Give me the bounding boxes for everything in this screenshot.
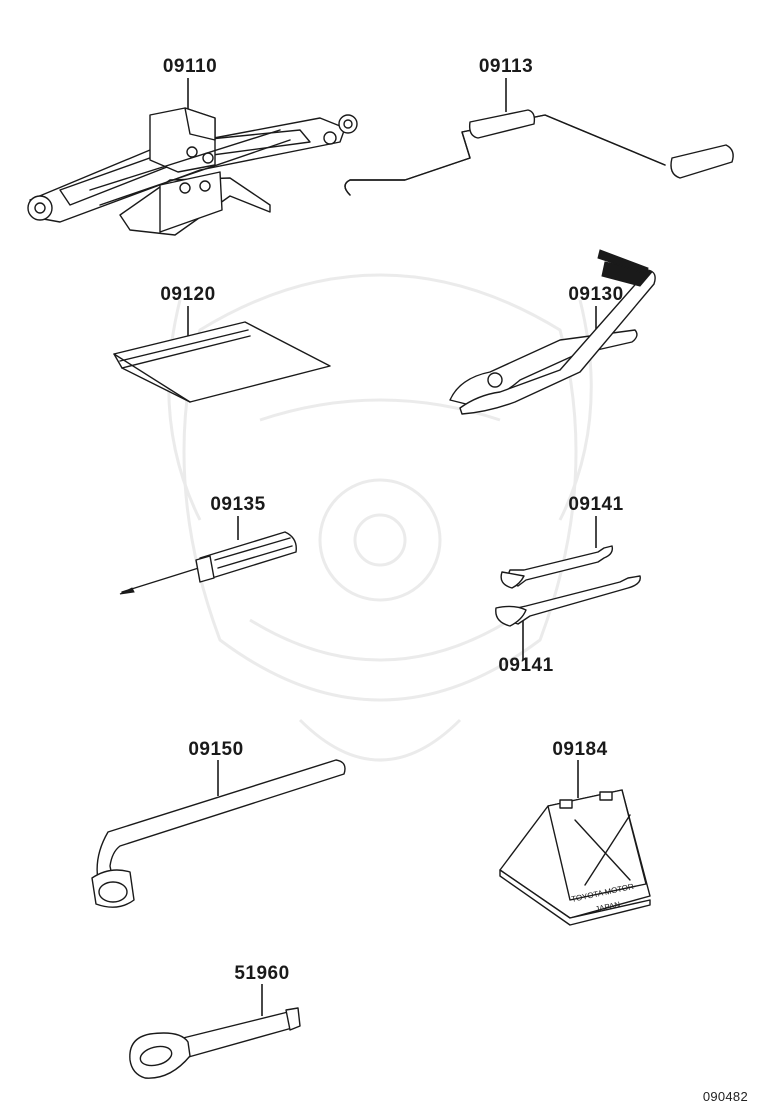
diagram-code: 090482	[702, 1089, 748, 1104]
part-label-09120: 09120	[160, 284, 216, 305]
tool-bag-drawing	[113, 306, 331, 403]
part-label-51960: 51960	[234, 963, 290, 984]
part-label-09110: 09110	[162, 56, 218, 77]
part-label-09150: 09150	[188, 739, 244, 760]
part-label-09135: 09135	[210, 494, 266, 515]
part-label-09141-lower: 09141	[498, 655, 554, 676]
jack-handle-drawing	[344, 78, 734, 196]
wrench-upper-drawing	[500, 516, 614, 589]
scissor-jack-drawing	[27, 78, 358, 236]
part-label-09184: 09184	[552, 739, 608, 760]
wrench-lower-drawing	[495, 575, 641, 660]
part-label-09130: 09130	[568, 284, 624, 305]
screwdriver-drawing	[119, 516, 297, 595]
pliers-drawing	[449, 249, 656, 415]
wheel-chock-drawing: TOYOTA MOTOR JAPAN	[499, 760, 651, 926]
part-label-09113: 09113	[478, 56, 534, 77]
lug-wrench-drawing	[91, 759, 346, 908]
towing-eye-drawing	[129, 984, 301, 1079]
part-label-09141-upper: 09141	[568, 494, 624, 515]
